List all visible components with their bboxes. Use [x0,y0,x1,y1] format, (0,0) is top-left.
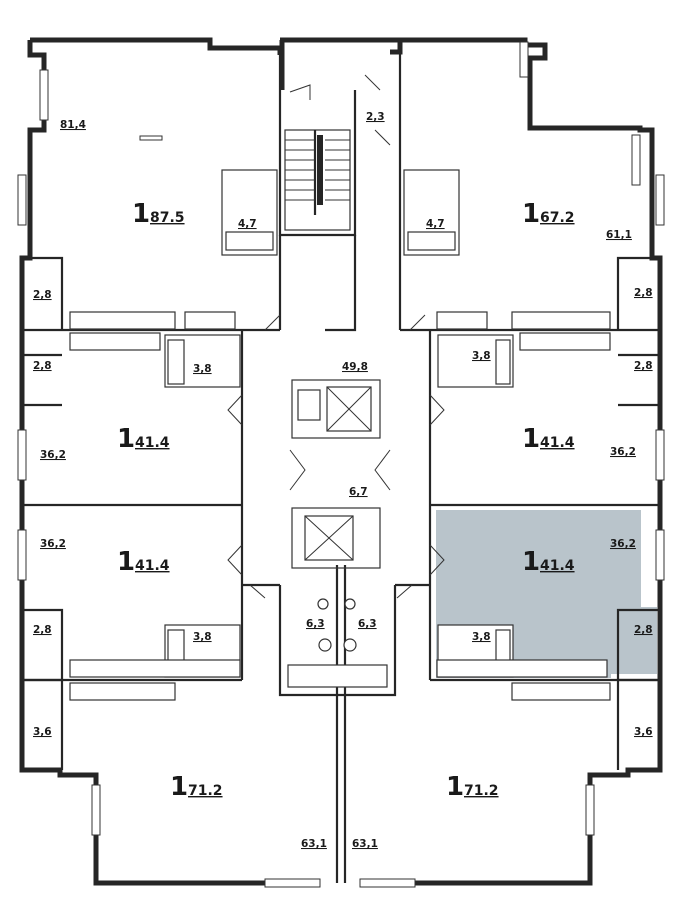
room-area-label: 81,4 [60,119,86,131]
room-area-label: 63,1 [301,838,327,850]
room-area-label: 36,2 [610,446,636,458]
room-area-label: 36,2 [610,538,636,550]
room-area-label: 36,2 [40,449,66,461]
apartment-area: 71.2 [188,783,223,799]
highlighted-apartment[interactable] [436,510,657,678]
room-area-label: 3,8 [193,363,212,375]
apartment-area: 87.5 [150,210,185,226]
room-area-label: 3,6 [634,726,653,738]
room-area-label: 6,3 [306,618,325,630]
room-area-label: 3,8 [472,350,491,362]
apartment-area: 71.2 [464,783,499,799]
apartment-room-count: 1 [132,199,150,229]
room-area-label: 2,8 [33,289,52,301]
apartment-area: 41.4 [540,558,575,574]
bathroom-fixtures [164,169,514,688]
apartment-room-count: 1 [117,424,135,454]
room-area-label: 4,7 [238,218,257,230]
room-area-label: 61,1 [606,229,632,241]
room-area-labels: 81,4 61,1 4,7 4,7 2,3 2,8 2,8 2,8 2,8 3,8 3,8 49,8 3… [33,111,653,850]
outer-walls [19,37,663,886]
room-area-label: 63,1 [352,838,378,850]
apartment-area: 41.4 [135,435,170,451]
apartment-room-count: 1 [446,772,464,802]
apartment-area: 67.2 [540,210,575,226]
room-area-label: 4,7 [426,218,445,230]
apartment-room-count: 1 [117,547,135,577]
room-area-label: 6,3 [358,618,377,630]
room-area-label: 2,8 [634,624,653,636]
room-area-label: 6,7 [349,486,368,498]
room-area-label: 2,8 [33,624,52,636]
staircase [284,129,351,231]
apartment-room-count: 1 [522,424,540,454]
room-area-label: 2,8 [634,287,653,299]
room-area-label: 49,8 [342,361,368,373]
room-area-label: 3,8 [193,631,212,643]
apartment-area: 41.4 [135,558,170,574]
interior-walls [22,52,660,883]
apartment-area: 41.4 [540,435,575,451]
apartment-room-count: 1 [170,772,188,802]
apartment-room-count: 1 [522,199,540,229]
windows [17,41,665,888]
room-area-label: 36,2 [40,538,66,550]
room-area-label: 2,3 [366,111,385,123]
room-area-label: 2,8 [634,360,653,372]
room-area-label: 3,6 [33,726,52,738]
room-area-label: 2,8 [33,360,52,372]
kitchen-counters [69,311,611,701]
doors [227,74,445,599]
room-area-label: 3,8 [472,631,491,643]
elevator-2 [291,507,381,569]
apartment-room-count: 1 [522,547,540,577]
elevator-1 [291,379,381,439]
